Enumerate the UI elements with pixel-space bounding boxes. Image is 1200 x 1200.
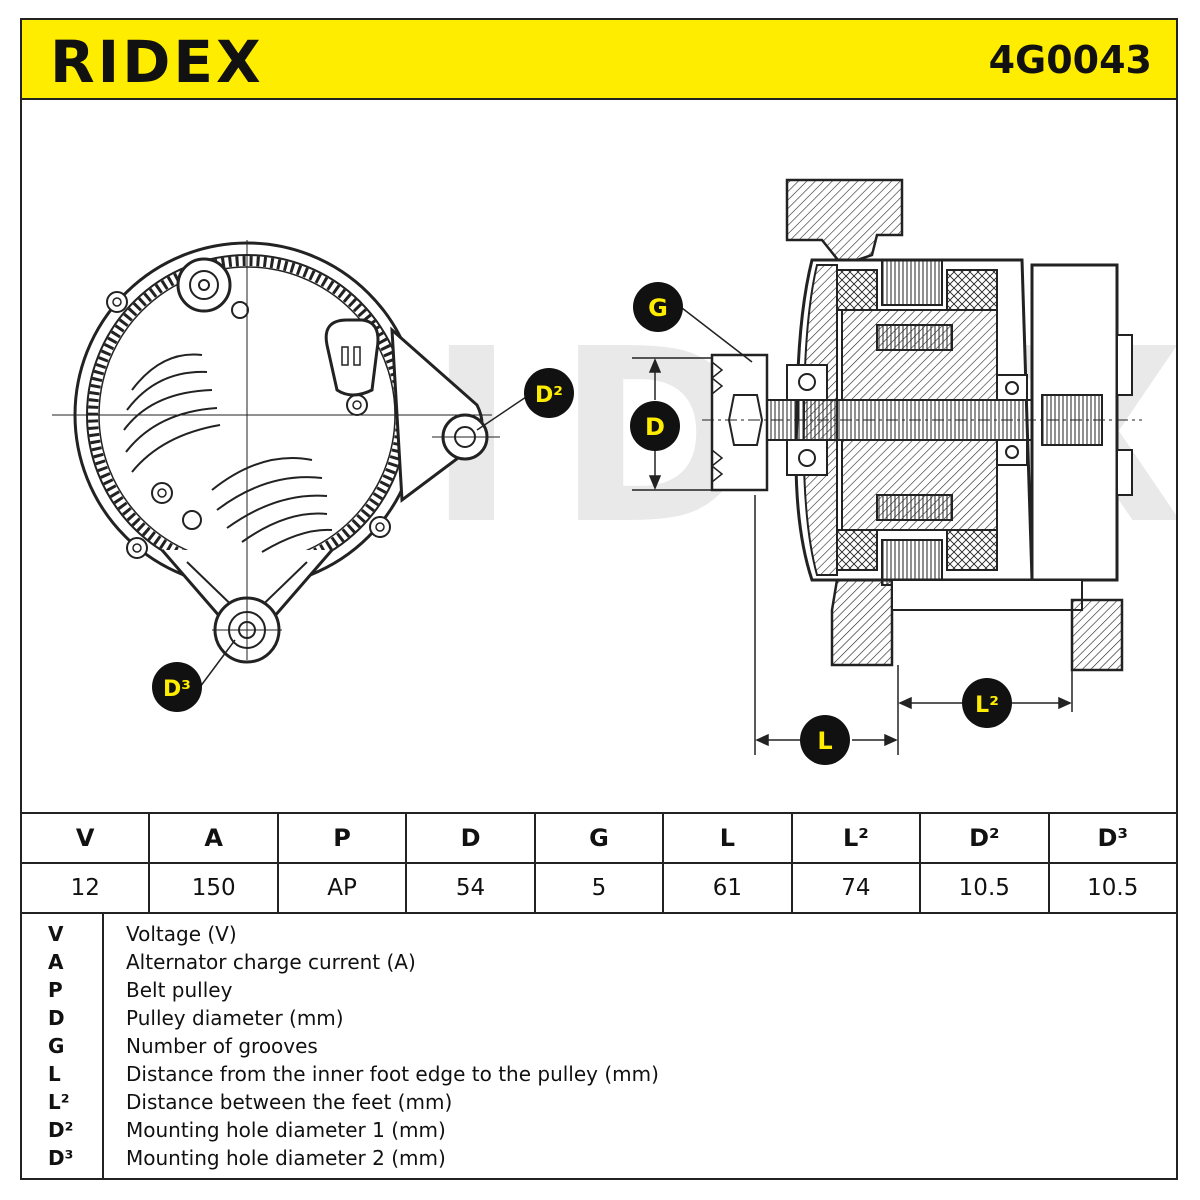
header-bar: RIDEX 4G0043: [20, 18, 1178, 100]
brand-logo: RIDEX: [50, 28, 264, 96]
spec-header: G: [533, 812, 665, 864]
spec-value: 54: [405, 862, 536, 914]
legend-item: D² Mounting hole diameter 1 (mm): [22, 1118, 1172, 1146]
callout-d2-label: D²: [535, 383, 563, 408]
legend-key: P: [48, 978, 63, 1002]
dimension-d: D: [630, 357, 712, 491]
spec-header: L²: [790, 812, 922, 864]
legend-item: D Pulley diameter (mm): [22, 1006, 1172, 1034]
legend-key: G: [48, 1034, 65, 1058]
callout-g: G: [633, 282, 753, 363]
legend-key: L: [48, 1062, 61, 1086]
spec-header: L: [662, 812, 793, 864]
legend-desc: Mounting hole diameter 1 (mm): [126, 1118, 446, 1142]
part-number: 4G0043: [988, 38, 1152, 82]
legend-key: V: [48, 922, 64, 946]
callout-g-label: G: [648, 294, 668, 322]
spec-value: 5: [533, 862, 665, 914]
legend-box: V Voltage (V) A Alternator charge curren…: [20, 912, 1178, 1180]
callout-l2-label: L²: [975, 693, 999, 718]
callout-l-label: L: [817, 727, 832, 755]
spec-header: D²: [919, 812, 1050, 864]
spec-value-row: 12 150 AP 54 5 61 74 10.5 10.5: [19, 862, 1178, 914]
dimension-l2: L²: [898, 670, 1073, 728]
legend-desc: Pulley diameter (mm): [126, 1006, 344, 1030]
legend-item: D³ Mounting hole diameter 2 (mm): [22, 1146, 1172, 1174]
spec-header: D³: [1047, 812, 1178, 864]
legend-key: A: [48, 950, 64, 974]
alternator-front-view: [52, 240, 500, 664]
legend-key: D: [48, 1006, 65, 1030]
legend-item: V Voltage (V): [22, 922, 1172, 950]
legend-item: A Alternator charge current (A): [22, 950, 1172, 978]
spec-header: A: [148, 812, 279, 864]
legend-desc: Alternator charge current (A): [126, 950, 416, 974]
legend-item: G Number of grooves: [22, 1034, 1172, 1062]
legend-desc: Mounting hole diameter 2 (mm): [126, 1146, 446, 1170]
spec-value: 10.5: [919, 862, 1050, 914]
dimension-l: L: [754, 495, 899, 765]
spec-header: V: [19, 812, 151, 864]
legend-item: L Distance from the inner foot edge to t…: [22, 1062, 1172, 1090]
technical-drawing: RIDEX: [52, 178, 1176, 765]
spec-value: 74: [790, 862, 922, 914]
spec-header: D: [405, 812, 536, 864]
legend-desc: Voltage (V): [126, 922, 237, 946]
spec-header: P: [276, 812, 408, 864]
legend-divider: [102, 912, 104, 1178]
legend-item: L² Distance between the feet (mm): [22, 1090, 1172, 1118]
callout-d3-label: D³: [163, 677, 191, 702]
legend-desc: Number of grooves: [126, 1034, 318, 1058]
legend-desc: Belt pulley: [126, 978, 233, 1002]
legend-desc: Distance from the inner foot edge to the…: [126, 1062, 659, 1086]
legend-desc: Distance between the feet (mm): [126, 1090, 453, 1114]
alternator-side-view: [702, 178, 1142, 672]
callout-d-label: D: [645, 413, 665, 441]
spec-value: 10.5: [1047, 862, 1178, 914]
spec-value: 150: [148, 862, 279, 914]
legend-key: D³: [48, 1146, 74, 1170]
spec-header-row: V A P D G L L² D² D³: [19, 812, 1178, 864]
legend-item: P Belt pulley: [22, 978, 1172, 1006]
legend-key: L²: [48, 1090, 70, 1114]
callout-d2: D²: [476, 368, 574, 431]
spec-value: 12: [19, 862, 151, 914]
spec-table: V A P D G L L² D² D³ 12 150 AP 54 5 61 7…: [19, 812, 1178, 914]
spec-value: 61: [662, 862, 793, 914]
callout-d3: D³: [152, 639, 236, 712]
spec-value: AP: [276, 862, 408, 914]
legend-key: D²: [48, 1118, 74, 1142]
